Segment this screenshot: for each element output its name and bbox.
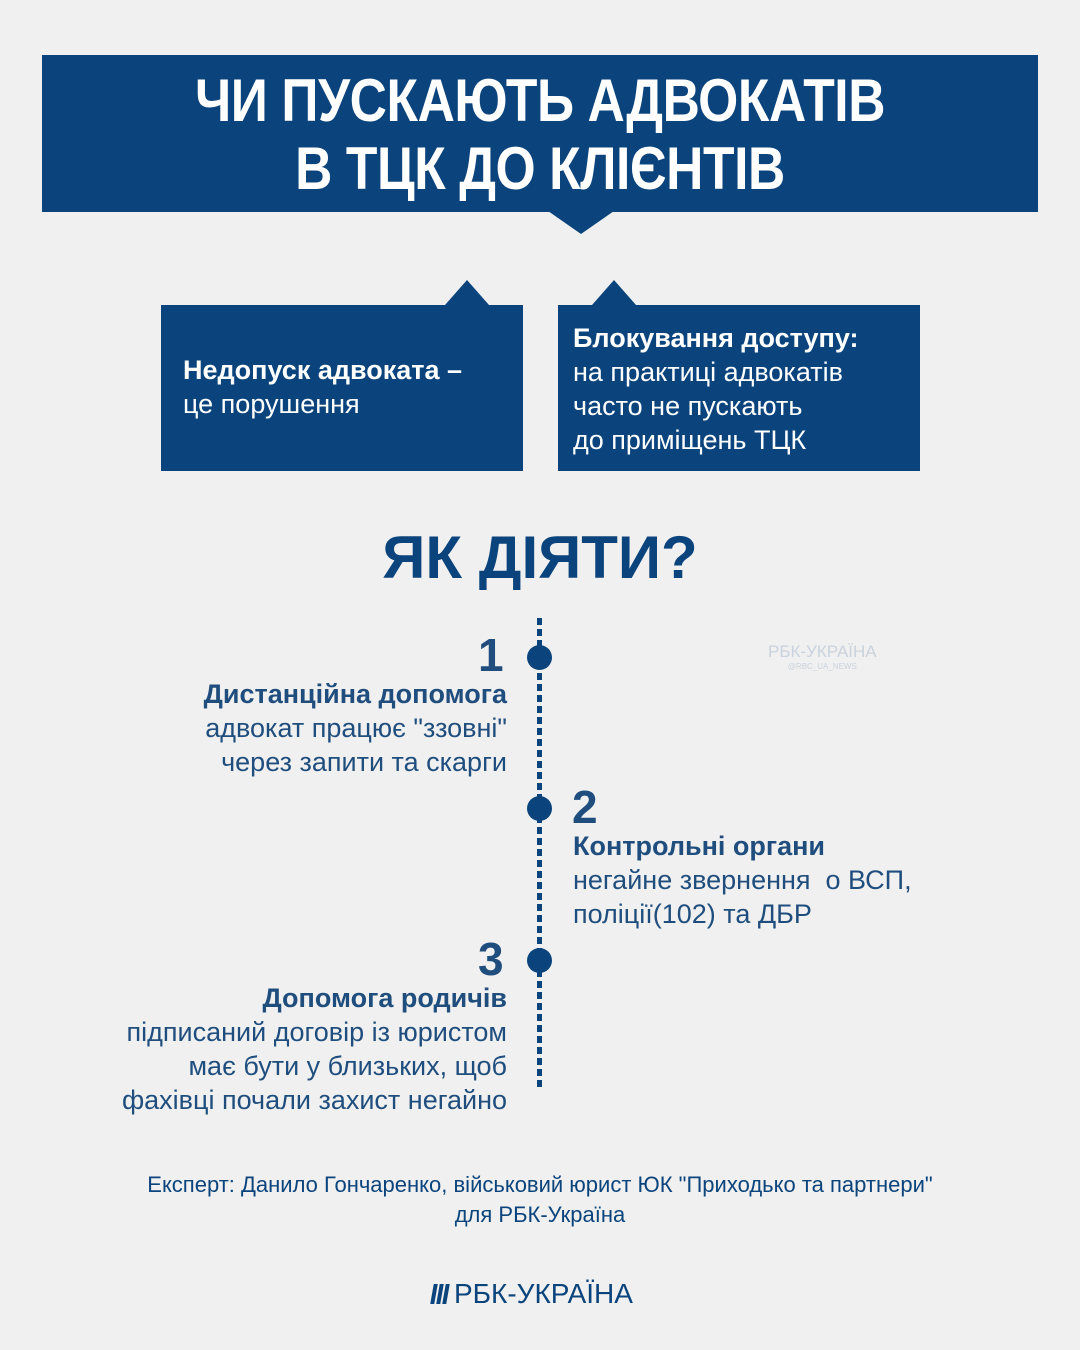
step-1-line-2: через запити та скарги bbox=[221, 747, 507, 777]
title-line-2: В ТЦК ДО КЛІЄНТІВ bbox=[295, 135, 785, 202]
watermark-handle: @RBC_UA_NEWS bbox=[787, 662, 857, 671]
step-1-line-1: адвокат працює "ззовні" bbox=[205, 713, 507, 743]
timeline-dotted-line bbox=[537, 618, 542, 1088]
expert-line-1: Експерт: Данило Гончаренко, військовий ю… bbox=[147, 1172, 933, 1197]
card-blocking-text-2: часто не пускають bbox=[573, 391, 803, 421]
card-violation-text: це порушення bbox=[183, 389, 360, 419]
step-1: Дистанційна допомога адвокат працює "ззо… bbox=[204, 677, 507, 779]
step-2-title: Контрольні органи bbox=[573, 831, 826, 861]
card-blocking-heading: Блокування доступу: bbox=[573, 323, 859, 353]
expert-credit: Експерт: Данило Гончаренко, військовий ю… bbox=[0, 1170, 1080, 1230]
step-3-line-3: фахівці почали захист негайно bbox=[121, 1085, 507, 1115]
card-blocking-text-3: до приміщень ТЦК bbox=[573, 425, 807, 455]
watermark-brand: РБК-УКРАЇНА bbox=[768, 642, 877, 661]
step-2: Контрольні органи негайне звернення о ВС… bbox=[573, 829, 912, 931]
watermark: РБК-УКРАЇНА @RBC_UA_NEWS bbox=[768, 642, 877, 672]
step-number-2: 2 bbox=[572, 781, 598, 833]
title-line-1: ЧИ ПУСКАЮТЬ АДВОКАТІВ bbox=[194, 67, 886, 134]
step-3: Допомога родичів підписаний договір із ю… bbox=[122, 981, 507, 1117]
step-2-line-1: негайне звернення о ВСП, bbox=[573, 865, 912, 895]
card-blocking: Блокування доступу: на практиці адвокаті… bbox=[558, 280, 920, 471]
title-banner: ЧИ ПУСКАЮТЬ АДВОКАТІВ В ТЦК ДО КЛІЄНТІВ bbox=[42, 55, 1038, 234]
how-to-act-heading: ЯК ДІЯТИ? bbox=[382, 524, 698, 591]
step-number-3: 3 bbox=[478, 933, 504, 985]
card-blocking-text-1: на практиці адвокатів bbox=[573, 357, 843, 387]
timeline-dot-3 bbox=[527, 948, 552, 973]
footer-logo: РБК-УКРАЇНА bbox=[430, 1278, 633, 1310]
timeline-dot-2 bbox=[527, 796, 552, 821]
card-violation-heading: Недопуск адвоката – bbox=[183, 355, 463, 385]
rbc-logo-icon bbox=[430, 1284, 450, 1304]
step-1-title: Дистанційна допомога bbox=[203, 679, 507, 709]
step-number-1: 1 bbox=[478, 629, 504, 681]
step-3-title: Допомога родичів bbox=[262, 983, 507, 1013]
step-3-line-1: підписаний договір із юристом bbox=[126, 1017, 507, 1047]
card-violation: Недопуск адвоката – це порушення bbox=[161, 280, 523, 471]
logo-text: РБК-УКРАЇНА bbox=[454, 1278, 633, 1309]
step-3-line-2: має бути у близьких, щоб bbox=[188, 1051, 507, 1081]
step-2-line-2: поліції(102) та ДБР bbox=[573, 899, 812, 929]
expert-line-2: для РБК-Україна bbox=[454, 1202, 626, 1227]
timeline-dot-1 bbox=[527, 645, 552, 670]
